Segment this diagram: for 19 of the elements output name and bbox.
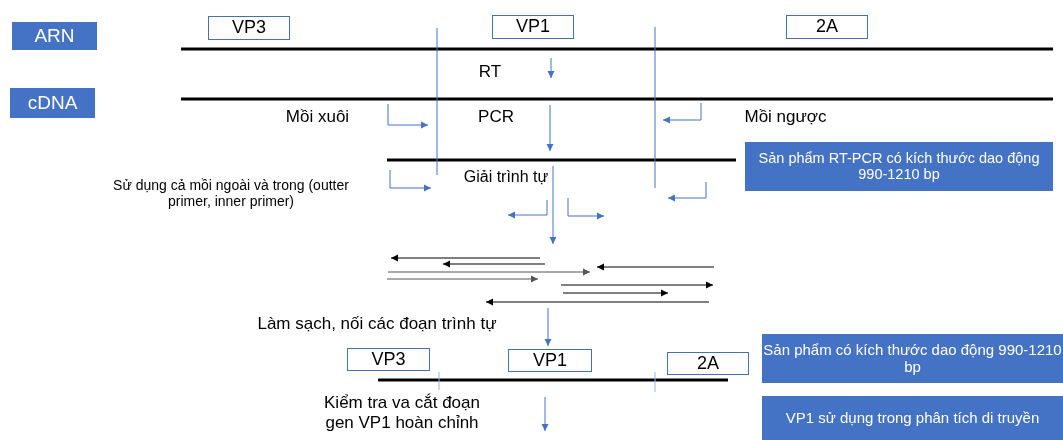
result-box: Sản phẩm có kích thước dao động 990-1210 bp — [762, 334, 1063, 383]
note-text: Sử dụng cả mồi ngoài và trong (outter primer, inner primer) — [112, 177, 350, 210]
step-label: Làm sạch, nối các đoạn trình tự — [256, 314, 498, 334]
gene-box: VP3 — [208, 16, 290, 40]
gene-box: 2A — [786, 15, 868, 39]
step-label: Kiểm tra va cắt đoạn gen VP1 hoàn chỉnh — [323, 393, 481, 433]
primer-label: Mồi ngược — [743, 107, 828, 127]
gene-box: VP3 — [347, 348, 430, 371]
gene-box: VP1 — [492, 15, 574, 39]
stage-box: ARN — [12, 22, 97, 50]
step-label: RT — [477, 62, 503, 82]
result-box: Sản phẩm RT-PCR có kích thước dao động 990-1210 bp — [745, 142, 1053, 191]
gene-box: VP1 — [508, 349, 592, 372]
stage-box: cDNA — [10, 88, 95, 118]
step-label: PCR — [477, 107, 515, 127]
step-label: Giải trình tự — [462, 168, 550, 187]
gene-box: 2A — [667, 352, 749, 375]
primer-label: Mồi xuôi — [284, 107, 351, 127]
result-box: VP1 sử dụng trong phân tích di truyền — [762, 396, 1063, 440]
